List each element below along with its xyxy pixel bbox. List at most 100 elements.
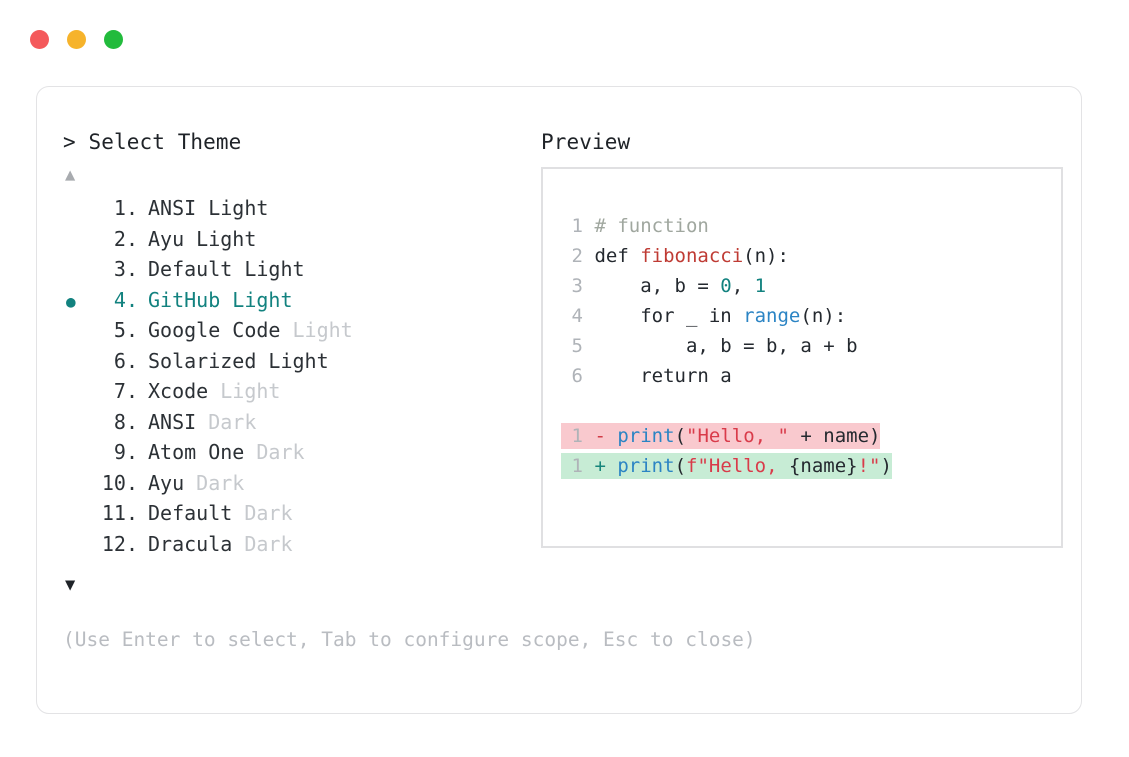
line-number: 2	[571, 245, 583, 267]
theme-name: ANSI	[148, 196, 197, 220]
theme-list-item[interactable]: ● 5.Google Code Light	[63, 315, 543, 346]
line-number: 6	[571, 365, 583, 387]
diff-sign: +	[594, 455, 606, 477]
theme-index: 10.	[101, 470, 138, 495]
theme-variant-label: Light	[256, 348, 329, 373]
code-line: 6 return a	[561, 361, 1061, 391]
theme-index: 2.	[101, 226, 138, 251]
theme-list-column: > Select Theme ▲ ● 1. ANSI Light ● 2. Ayu L…	[63, 129, 543, 595]
theme-list-item[interactable]: ● 4.GitHub Light	[63, 285, 543, 316]
diff-line-number: 1	[571, 455, 583, 477]
code-token: )	[880, 455, 892, 477]
theme-selector-card: > Select Theme ▲ ● 1. ANSI Light ● 2. Ayu L…	[36, 86, 1082, 714]
theme-variant-label: Light	[196, 196, 269, 220]
theme-list: ● 1. ANSI Light ● 2. Ayu Light ● 3. Default L…	[63, 193, 543, 559]
preview-heading: Preview	[541, 130, 631, 154]
theme-name: GitHub	[148, 287, 221, 312]
code-token: ,	[731, 275, 755, 297]
theme-index: 9.	[101, 440, 138, 464]
code-line: 4 for _ in range(n):	[561, 301, 1061, 331]
theme-index: 6.	[101, 348, 138, 373]
code-token: return a	[594, 365, 732, 387]
bullet-placeholder: ●	[63, 439, 94, 470]
prompt-heading: > Select Theme	[63, 130, 242, 154]
code-line: 5 a, b = b, a + b	[561, 331, 1061, 361]
line-number: 5	[571, 335, 583, 357]
theme-variant-label: Light	[184, 226, 257, 251]
theme-index: 12.	[101, 531, 138, 556]
line-number: 1	[571, 215, 583, 237]
theme-list-item[interactable]: ● 9. Atom One Dark	[63, 437, 543, 468]
code-token: (n):	[800, 305, 847, 327]
code-token: print	[617, 425, 675, 447]
bullet-placeholder: ●	[63, 409, 94, 440]
code-token: print	[617, 455, 675, 477]
diff-line-number: 1	[571, 425, 583, 447]
theme-variant-label: Light	[208, 379, 281, 403]
keyboard-hint: (Use Enter to select, Tab to configure s…	[63, 628, 756, 651]
bullet-placeholder: ●	[63, 256, 94, 287]
theme-list-item[interactable]: ● 6. Solarized Light	[63, 346, 543, 377]
theme-index: 11.	[101, 501, 138, 525]
theme-name: ANSI	[148, 409, 197, 434]
maximize-dot[interactable]	[104, 30, 123, 49]
code-token: (n):	[743, 245, 789, 267]
scroll-down-arrow-icon[interactable]: ▼	[65, 575, 76, 595]
diff-line-body: 1 + print(f"Hello, {name}!")	[561, 453, 892, 479]
code-token: # function	[594, 215, 709, 237]
theme-list-item[interactable]: ● 8.ANSI Dark	[63, 407, 543, 438]
code-token: + name)	[788, 425, 881, 447]
theme-variant-label: Dark	[232, 501, 293, 525]
theme-name: Solarized	[148, 348, 257, 373]
bullet-placeholder: ●	[63, 500, 94, 531]
code-token: def	[594, 245, 641, 267]
window-titlebar	[30, 30, 123, 49]
theme-variant-label: Dark	[232, 531, 293, 556]
theme-name: Atom One	[148, 440, 245, 464]
bullet-placeholder: ●	[63, 348, 94, 379]
line-number: 3	[571, 275, 583, 297]
theme-list-item[interactable]: ● 7.Xcode Light	[63, 376, 543, 407]
code-spacer	[561, 391, 1061, 421]
close-dot[interactable]	[30, 30, 49, 49]
theme-variant-label: Light	[280, 318, 353, 342]
scroll-up-arrow-icon[interactable]: ▲	[65, 165, 76, 185]
diff-removed-line: 1 - print("Hello, " + name)	[561, 421, 1061, 451]
diff-sign: -	[594, 425, 606, 447]
code-line: 3 a, b = 0, 1	[561, 271, 1061, 301]
code-token: "Hello, "	[686, 425, 789, 447]
diff-added-line: 1 + print(f"Hello, {name}!")	[561, 451, 1061, 481]
theme-name: Default	[148, 257, 233, 281]
theme-list-item[interactable]: ● 3.Default Light	[63, 254, 543, 285]
theme-list-item[interactable]: ● 2.Ayu Light	[63, 224, 543, 255]
code-token: (	[674, 425, 687, 447]
theme-list-item[interactable]: ●10.Ayu Dark	[63, 468, 543, 499]
theme-index: 5.	[101, 318, 138, 342]
bullet-placeholder: ●	[63, 378, 94, 409]
bullet-placeholder: ●	[63, 195, 94, 226]
code-token: 1	[754, 275, 767, 297]
bullet-placeholder: ●	[63, 531, 94, 562]
theme-variant-label: Dark	[244, 440, 305, 464]
code-line: 2 def fibonacci(n):	[561, 241, 1061, 271]
bullet-placeholder: ●	[63, 470, 94, 501]
theme-index: 3.	[101, 257, 138, 281]
theme-name: Ayu	[148, 470, 185, 495]
code-token: range	[743, 305, 801, 327]
minimize-dot[interactable]	[67, 30, 86, 49]
theme-index: 1.	[101, 196, 138, 220]
code-token: for _ in	[594, 305, 744, 327]
selected-bullet-icon: ●	[66, 291, 76, 311]
theme-list-item[interactable]: ● 11. Default Dark	[63, 498, 543, 529]
theme-list-item[interactable]: ●12.Dracula Dark	[63, 529, 543, 560]
bullet-placeholder: ●	[63, 317, 94, 348]
code-line: 1 # function	[561, 211, 1061, 241]
theme-name: Ayu	[148, 226, 185, 251]
code-token: a, b =	[594, 275, 721, 297]
diff-block: 1 - print("Hello, " + name)1 + print(f"H…	[561, 421, 1061, 481]
theme-name: Default	[148, 501, 233, 525]
theme-list-item[interactable]: ● 1. ANSI Light	[63, 193, 543, 224]
code-token: !"	[857, 455, 881, 477]
